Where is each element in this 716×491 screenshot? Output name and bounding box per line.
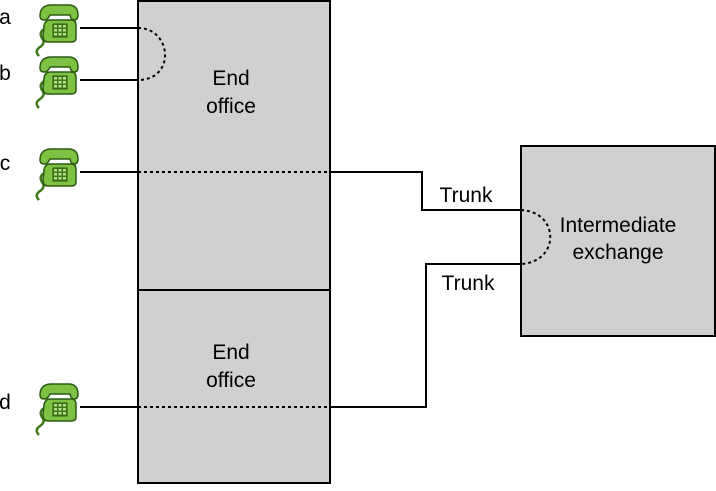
end-office-top-label-line1: End (212, 67, 249, 90)
phone-label-b: b (0, 62, 11, 85)
end-office-bottom-box (137, 289, 331, 484)
telephone-icon-a (35, 3, 80, 58)
end-office-top-label-line2: office (206, 95, 256, 118)
phone-label-c: c (0, 152, 10, 175)
telephone-icon-c (35, 147, 80, 202)
trunk-bottom (330, 263, 521, 408)
end-office-bottom-label-line2: office (206, 369, 256, 392)
end-office-top-box (137, 0, 331, 297)
trunk-label-bottom: Trunk (442, 272, 495, 295)
intermediate-exchange-box (520, 145, 716, 337)
exchange-label-line2: exchange (572, 241, 663, 264)
trunk-top (330, 171, 521, 211)
trunk-label-top: Trunk (440, 184, 493, 207)
exchange-connection (520, 209, 552, 265)
local-connection-a-b (137, 27, 166, 81)
phone-label-a: a (0, 6, 11, 29)
telephone-icon-b (35, 55, 80, 110)
telephone-icon-d (35, 382, 80, 437)
exchange-label-line1: Intermediate (560, 214, 677, 237)
end-office-bottom-label-line1: End (212, 341, 249, 364)
phone-label-d: d (0, 391, 11, 414)
